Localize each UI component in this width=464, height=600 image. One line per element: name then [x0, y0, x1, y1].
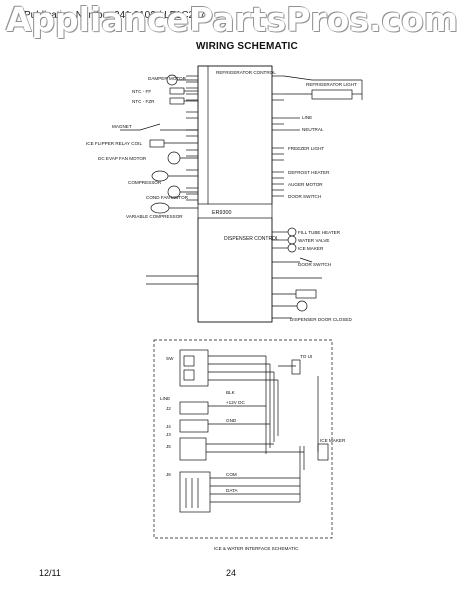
left-label-ice-flipper: ICE FLIPPER RELAY COIL — [86, 141, 142, 146]
lower-label-ice-maker: ICE MAKER — [320, 438, 346, 443]
ntc-ff-symbol — [169, 87, 185, 95]
right-label-auger: AUGER MOTOR — [288, 182, 323, 187]
left-label-damper: DAMPER MOTOR — [148, 76, 187, 81]
refrigerator-control-label: REFRIGERATOR CONTROL — [216, 70, 276, 75]
right-label-door-switch: DOOR SWITCH — [288, 194, 321, 199]
left-label-cond-fan: COND FAN MOTOR — [146, 195, 189, 200]
dispenser-control-label: DISPENSER CONTROL — [224, 236, 279, 242]
lower-label-j3: J3 — [166, 432, 171, 437]
variable-compressor-symbol — [150, 202, 170, 214]
auger-motor-symbol — [296, 300, 308, 312]
board-id-label: ER9300 — [212, 210, 231, 216]
j3-connector — [179, 419, 209, 433]
lower-label-sw: SW — [166, 356, 174, 361]
left-label-magnet: MAGNET — [112, 124, 132, 129]
ice-maker-valve-symbol — [287, 235, 297, 245]
right-label-line: LINE — [302, 115, 312, 120]
wire-label-blk: BLK — [226, 390, 236, 395]
right-label-fridge-light: REFRIGERATOR LIGHT — [306, 82, 357, 87]
right-label-neutral: NEUTRAL — [302, 127, 324, 132]
wire-label-com: COM — [226, 472, 237, 477]
wire-label-gnd: GND — [226, 418, 237, 423]
disp-label-fill-tube: FILL TUBE HEATER — [298, 230, 341, 235]
right-connector-pins — [272, 75, 284, 197]
footer-page-number: 24 — [226, 568, 237, 578]
left-label-ntc-ff: NTC - FF — [132, 89, 151, 94]
disp-label-water-valve: WATER VALVE — [298, 238, 329, 243]
left-label-ntc-fzr: NTC - FZR — [132, 99, 155, 104]
right-label-freezer-light: FREEZER LIGHT — [288, 146, 324, 151]
wire-label-12v: +12V DC — [226, 400, 245, 405]
refrigerator-control-box — [197, 65, 273, 205]
ntc-fzr-symbol — [169, 97, 185, 105]
page-title: WIRING SCHEMATIC — [196, 41, 298, 52]
lower-label-line: LINE — [160, 396, 170, 401]
j2-connector — [179, 401, 209, 415]
watermark-logo: AppliancePartsPros.com — [5, 0, 459, 39]
lower-label-j5: J5 — [166, 444, 171, 449]
lower-caption: ICE & WATER INTERFACE SCHEMATIC — [214, 546, 299, 551]
interface-outline — [153, 339, 333, 539]
page-header: Publication Number 241 2102 / LF1C2870 A… — [0, 0, 464, 60]
control-board-outline — [197, 65, 273, 323]
disp-label-door-switch: DOOR SWITCH — [298, 262, 331, 267]
water-valve-symbol — [287, 227, 297, 237]
disp-label-ice-maker: ICE MAKER — [298, 246, 324, 251]
fill-tube-heater-symbol — [287, 243, 297, 253]
lower-label-to-ui: TO UI — [300, 354, 312, 359]
ui-connector — [291, 359, 301, 375]
refrigerator-light-symbol — [311, 89, 353, 100]
left-connector-pins — [186, 75, 198, 201]
ice-maker-connector — [317, 443, 329, 461]
j5-connector — [179, 437, 207, 461]
j6-connector — [179, 471, 211, 513]
dispenser-control-box — [197, 217, 273, 323]
footer-date: 12/11 — [39, 568, 61, 578]
lower-label-j4: J4 — [166, 424, 171, 429]
dc-evap-fan-motor-symbol — [167, 151, 181, 165]
ice-flipper-coil-symbol — [149, 139, 165, 148]
dispenser-switch-block — [179, 349, 209, 387]
right-label-defrost: DEFROST HEATER — [288, 170, 330, 175]
publication-number: Publication Number 241 2102 / LF1C2870 — [24, 10, 211, 21]
lower-label-j6: J6 — [166, 472, 171, 477]
left-label-compressor: COMPRESSOR — [128, 180, 162, 185]
left-label-var-compressor: VARIABLE COMPRESSOR — [126, 214, 183, 219]
condensate-heater-symbol — [295, 289, 317, 299]
disp-label-door-closed: DISPENSER DOOR CLOSED — [290, 317, 352, 322]
lower-label-j2: J2 — [166, 406, 171, 411]
left-label-evap-fan: DC EVAP FAN MOTOR — [98, 156, 147, 161]
wire-label-data: DATA — [226, 488, 239, 493]
